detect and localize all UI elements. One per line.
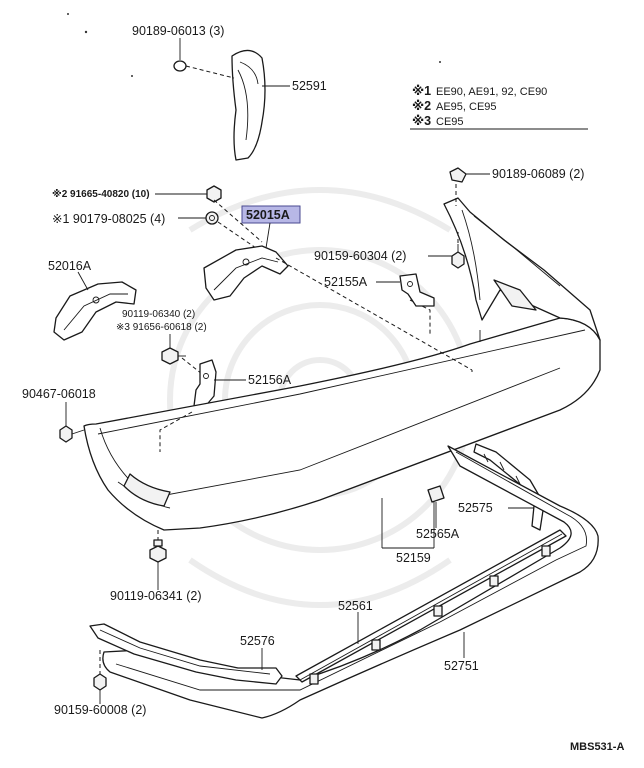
dash-52156A-to-cover [159, 411, 193, 452]
nut-91665-40820 [206, 185, 222, 203]
label-52751: 52751 [444, 659, 479, 673]
nut-90159-60008 [93, 673, 107, 691]
label-90159-60304: 90159-60304 (2) [314, 249, 406, 263]
part-52561-strip [295, 529, 567, 685]
part-52159-side-upper [443, 197, 601, 341]
label-91665-40820: ※2 91665-40820 (10) [52, 188, 150, 200]
note-3-text: CE95 [436, 116, 464, 128]
nut-90179-08025 [205, 211, 219, 225]
note-1-text: EE90, AE91, 92, CE90 [436, 86, 547, 98]
label-90159-60008: 90159-60008 (2) [54, 703, 146, 717]
part-52575-retainer [473, 443, 545, 531]
part-52576-retainer [89, 623, 283, 685]
label-90119-06341: 90119-06341 (2) [110, 589, 202, 603]
label-52155A: 52155A [324, 275, 368, 289]
dash-bolt-to-52156A [181, 357, 203, 375]
dash-nut2-to-bracket [217, 221, 257, 249]
speck [67, 13, 69, 15]
dash-52015A-to-cover [275, 257, 473, 371]
label-52016A: 52016A [48, 259, 92, 273]
nut-90159-60304 [451, 244, 465, 269]
clip-90189-06013 [173, 60, 187, 72]
label-91656-60618: ※3 91656-60618 (2) [116, 322, 207, 333]
part-52159-bumper-cover [83, 317, 601, 531]
clip-90189-06089 [449, 167, 467, 183]
leader-52016A [77, 271, 89, 291]
label-90119-06340: 90119-06340 (2) [122, 309, 195, 320]
note-3-mark: ※3 [412, 114, 431, 128]
label-52159: 52159 [396, 551, 431, 565]
part-52751-reinforcement [102, 445, 599, 719]
label-90189-06089: 90189-06089 (2) [492, 167, 584, 181]
note-2-text: AE95, CE95 [436, 101, 497, 113]
speck [439, 61, 441, 63]
label-52575: 52575 [458, 501, 493, 515]
label-52576: 52576 [240, 634, 275, 648]
speck [84, 30, 88, 34]
speck [131, 75, 133, 77]
part-52155A-bracket [399, 273, 435, 307]
bolt-90119-06340 [161, 347, 186, 365]
label-90467-06018: 90467-06018 [22, 387, 96, 401]
label-52591: 52591 [292, 79, 327, 93]
dash-clip-to-shield [185, 65, 235, 79]
dash-nut-to-bracket [213, 199, 263, 243]
highlight-52015A [241, 205, 301, 224]
label-90189-06013: 90189-06013 (3) [132, 24, 224, 38]
label-52015A: 52015A [246, 208, 290, 222]
note-2-mark: ※2 [412, 99, 431, 113]
label-52561: 52561 [338, 599, 373, 613]
clip-90467-06018 [59, 425, 85, 443]
note-1-mark: ※1 [412, 84, 431, 98]
label-52156A: 52156A [248, 373, 292, 387]
model-notes: ※1 EE90, AE91, 92, CE90 ※2 AE95, CE95 ※3… [410, 84, 588, 130]
part-52015A-bracket [203, 245, 289, 301]
label-90179-08025: ※1 90179-08025 (4) [52, 212, 165, 226]
label-52565A: 52565A [416, 527, 460, 541]
part-52156A-bracket [193, 359, 217, 409]
leader-52015A [265, 222, 271, 249]
diagram-reference-code: MBS531-A [570, 741, 624, 753]
part-52591-shield [231, 49, 266, 161]
part-52016A-bracket [53, 281, 137, 341]
clip-52565A [427, 485, 445, 503]
bolt-90119-06341 [149, 539, 167, 563]
